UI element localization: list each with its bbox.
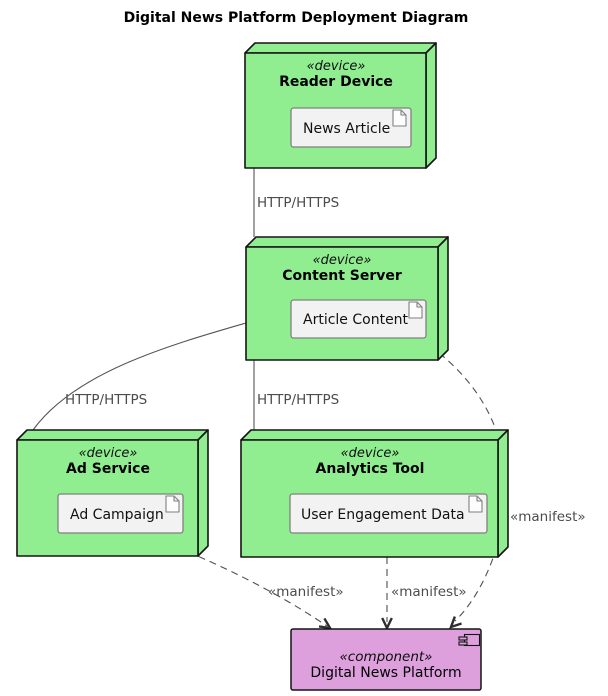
artifact-ad-campaign: Ad Campaign <box>57 493 184 534</box>
arrowhead-manifest-analytics <box>381 617 393 631</box>
edges: HTTP/HTTPS HTTP/HTTPS HTTP/HTTPS «manife… <box>32 168 586 631</box>
arrowhead-manifest-ad <box>318 617 333 630</box>
diagram-title: Digital News Platform Deployment Diagram <box>124 10 469 26</box>
node-content-side-face <box>437 236 449 361</box>
artifact-user-engagement-data: User Engagement Data <box>289 493 488 534</box>
edge-label-manifest-analytics: «manifest» <box>391 584 467 600</box>
component-icon <box>458 633 481 647</box>
node-content-server: «device» Content Server Article Content <box>245 236 449 361</box>
component-digital-news-platform: «component» Digital News Platform <box>290 628 482 691</box>
edge-label-reader-content: HTTP/HTTPS <box>257 195 339 211</box>
node-reader-stereotype: «device» <box>307 59 366 74</box>
artifact-ad-campaign-label: Ad Campaign <box>70 507 164 523</box>
node-reader-device: «device» Reader Device News Article <box>244 42 437 169</box>
arrowhead-manifest-content <box>449 616 462 629</box>
node-analytics-top-face <box>240 429 509 441</box>
document-icon <box>468 495 483 513</box>
node-analytics-name: Analytics Tool <box>316 461 425 477</box>
artifact-news-article-box <box>290 107 412 148</box>
component-icon-tab-bottom <box>458 641 468 646</box>
node-reader-side-face <box>425 42 437 169</box>
node-ad-name: Ad Service <box>66 461 150 477</box>
node-ad-service: «device» Ad Service Ad Campaign <box>16 429 209 557</box>
node-ad-top-face <box>16 429 209 441</box>
node-content-top-face <box>245 236 449 248</box>
artifact-ad-campaign-box <box>57 493 184 534</box>
component-name: Digital News Platform <box>310 665 461 681</box>
edge-content-ad <box>32 322 247 431</box>
artifact-user-engagement-label: User Engagement Data <box>301 507 465 523</box>
document-icon <box>408 301 423 319</box>
node-reader-top-face <box>244 42 437 54</box>
component-icon-tab-top <box>458 636 468 641</box>
node-content-stereotype: «device» <box>313 253 372 268</box>
node-analytics-stereotype: «device» <box>341 446 400 461</box>
edge-label-content-analytics: HTTP/HTTPS <box>257 392 339 408</box>
node-ad-side-face <box>197 429 209 557</box>
edge-label-content-ad: HTTP/HTTPS <box>65 392 147 408</box>
edge-label-manifest-ad: «manifest» <box>268 584 344 600</box>
node-content-name: Content Server <box>282 268 402 284</box>
artifact-article-content-box <box>290 299 427 339</box>
node-analytics-side-face <box>497 429 509 558</box>
node-reader-name: Reader Device <box>279 74 393 90</box>
artifact-article-content-label: Article Content <box>303 312 409 328</box>
artifact-news-article: News Article <box>290 107 412 148</box>
document-icon <box>165 495 180 513</box>
document-icon <box>392 109 407 127</box>
node-analytics-tool: «device» Analytics Tool User Engagement … <box>240 429 509 558</box>
artifact-article-content: Article Content <box>290 299 427 339</box>
artifact-user-engagement-box <box>289 493 488 534</box>
component-box <box>290 628 482 691</box>
component-stereotype: «component» <box>339 649 432 665</box>
edge-label-manifest-content: «manifest» <box>510 509 586 525</box>
artifact-news-article-label: News Article <box>303 121 390 137</box>
node-ad-stereotype: «device» <box>79 446 138 461</box>
